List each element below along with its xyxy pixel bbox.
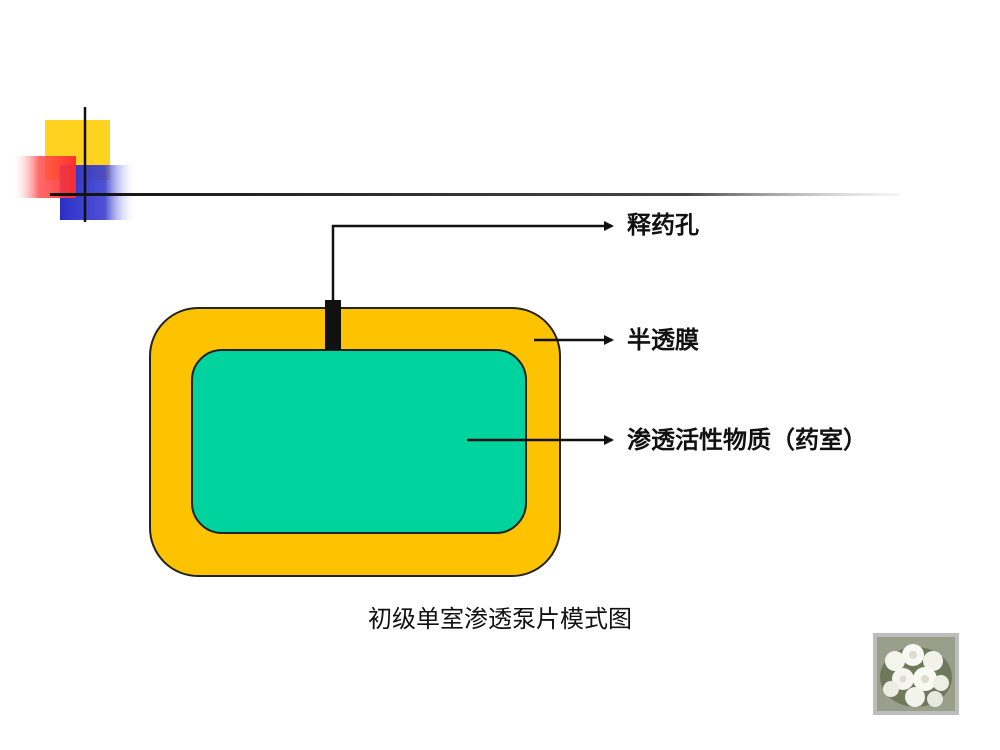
label-semipermeable-membrane: 半透膜: [627, 326, 699, 354]
release-orifice: [325, 300, 341, 350]
decor-red-square: [14, 156, 76, 198]
drug-chamber: [191, 349, 527, 534]
roses-photo-icon: [873, 633, 959, 715]
release-orifice-pointer: [331, 221, 614, 300]
label-release-orifice: 释药孔: [627, 211, 699, 239]
white-roses-thumbnail: [873, 633, 959, 715]
label-osmotic-active-substance: 渗透活性物质（药室）: [627, 426, 867, 454]
decor-horizontal-line: [50, 193, 900, 196]
diagram-caption: 初级单室渗透泵片模式图: [368, 605, 632, 633]
